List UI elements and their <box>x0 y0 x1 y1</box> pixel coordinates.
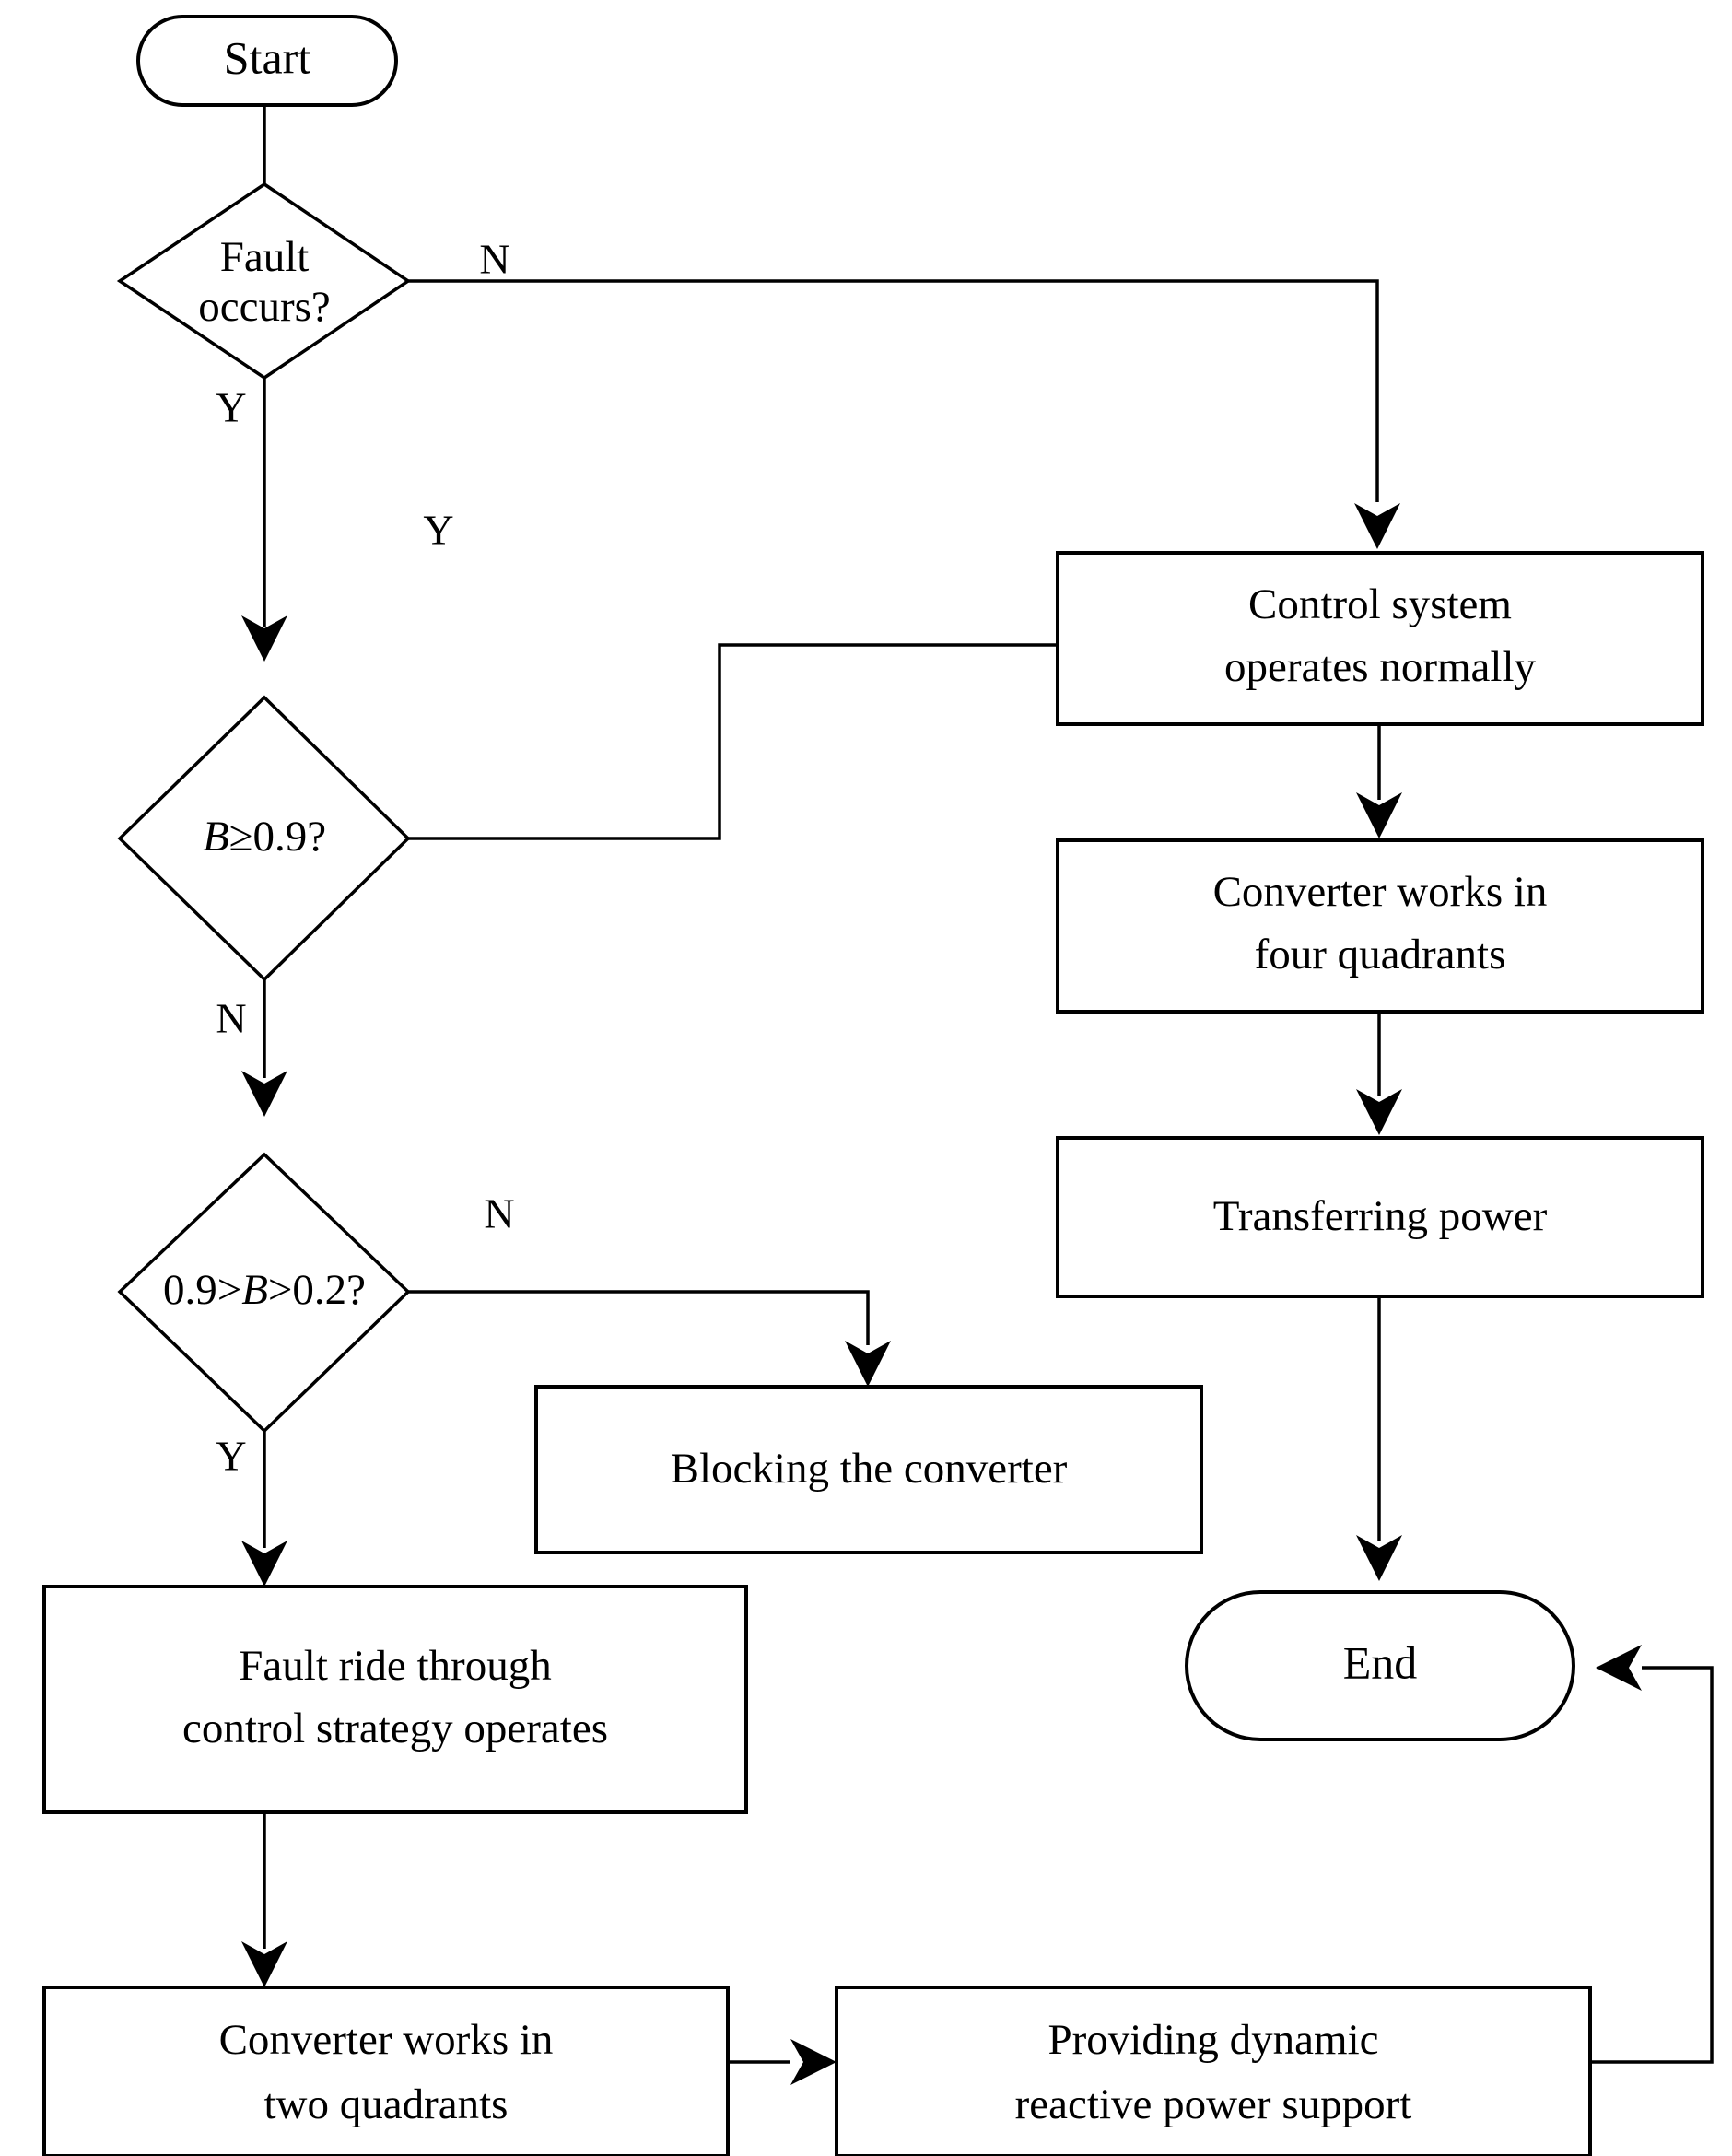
decision-brange-post: >0.2? <box>268 1266 366 1314</box>
edge-control-to-four-quadrants <box>1356 723 1402 838</box>
decision-brange-pre: 0.9> <box>163 1266 241 1314</box>
node-converter-four-quadrants[interactable]: Converter works in four quadrants <box>1056 838 1704 1014</box>
arrowhead <box>1356 1535 1402 1581</box>
four-quadrants-shape <box>1056 838 1704 1014</box>
two-quadrants-shape <box>42 1986 730 2156</box>
node-converter-two-quadrants[interactable]: Converter works in two quadrants <box>42 1986 730 2156</box>
arrowhead <box>1356 792 1402 838</box>
arrowhead <box>790 2039 837 2085</box>
transferring-power-shape <box>1056 1136 1704 1298</box>
edge-label-brange-yes: Y <box>216 1433 246 1480</box>
node-decision-fault-occurs[interactable]: Fault occurs? <box>116 182 412 381</box>
control-normal-line1: Control system <box>1248 580 1512 628</box>
blocking-converter-label: Blocking the converter <box>671 1445 1068 1493</box>
four-quadrants-line1: Converter works in <box>1213 868 1548 916</box>
node-blocking-converter[interactable]: Blocking the converter <box>534 1385 1203 1554</box>
decision-bge-shape <box>117 695 411 982</box>
edge-label-bge-yes: Y <box>423 507 453 554</box>
end-label: End <box>1343 1636 1418 1688</box>
blocking-converter-shape <box>534 1385 1203 1554</box>
node-reactive-power-support[interactable]: Providing dynamic reactive power support <box>835 1986 1592 2156</box>
decision-brange-label: 0.9>B>0.2? <box>163 1266 366 1314</box>
node-decision-b-ge-09[interactable]: B≥0.9? <box>117 465 411 982</box>
node-fault-ride-through[interactable]: Fault ride through control strategy oper… <box>42 1585 748 1814</box>
node-control-system-normal[interactable]: Control system operates normally <box>1056 551 1704 726</box>
arrowhead <box>845 1341 891 1387</box>
decision-fault-label-line1: Fault <box>220 233 310 281</box>
edge-frt-to-two-quadrants <box>241 1810 287 1987</box>
frt-line1: Fault ride through <box>239 1642 551 1690</box>
control-normal-line2: operates normally <box>1224 643 1537 691</box>
decision-brange-shape <box>117 1152 411 1434</box>
node-end[interactable]: End <box>1185 1590 1575 1741</box>
arrowhead <box>241 615 287 662</box>
decision-bge-label: B≥0.9? <box>203 813 326 861</box>
edge-fault-yes-to-bge <box>241 378 287 662</box>
arrowhead <box>1596 1645 1642 1691</box>
control-normal-shape <box>1056 551 1704 726</box>
edge-label-fault-yes: Y <box>216 384 246 431</box>
arrowhead <box>241 1541 287 1587</box>
reactive-support-line1: Providing dynamic <box>1048 2016 1379 2064</box>
reactive-support-shape <box>835 1986 1592 2156</box>
decision-fault-label-line2: occurs? <box>198 283 331 331</box>
edge-four-quadrants-to-transferring <box>1356 1009 1402 1135</box>
transferring-power-label: Transferring power <box>1213 1192 1548 1240</box>
edge-fault-no-to-control-normal <box>408 279 1400 549</box>
arrowhead <box>1354 503 1400 549</box>
node-decision-b-range[interactable]: 0.9>B>0.2? <box>117 1152 411 1434</box>
decision-bge-rest: ≥0.9? <box>229 813 326 861</box>
node-transferring-power[interactable]: Transferring power <box>1056 1136 1704 1298</box>
frt-line2: control strategy operates <box>182 1705 608 1752</box>
end-terminal-shape <box>1185 1590 1575 1741</box>
arrowhead <box>1356 1089 1402 1135</box>
start-label: Start <box>224 31 311 83</box>
decision-bge-var: B <box>203 813 229 861</box>
two-quadrants-line1: Converter works in <box>219 2016 554 2064</box>
arrowhead <box>241 1941 287 1987</box>
edge-label-fault-no: N <box>479 236 509 283</box>
node-start[interactable]: Start <box>136 15 398 107</box>
edge-label-bge-no: N <box>216 995 246 1042</box>
start-terminal-shape <box>136 15 398 107</box>
decision-brange-var: B <box>241 1266 268 1314</box>
two-quadrants-line2: two quadrants <box>264 2080 509 2128</box>
edge-brange-no-to-blocking <box>408 1290 891 1387</box>
reactive-support-line2: reactive power support <box>1015 2080 1412 2128</box>
four-quadrants-line2: four quadrants <box>1255 931 1506 978</box>
edge-transferring-to-end <box>1356 1295 1402 1581</box>
frt-shape <box>42 1585 748 1814</box>
decision-fault-shape <box>116 182 412 381</box>
edge-label-brange-no: N <box>484 1190 514 1237</box>
arrowhead <box>241 1071 287 1117</box>
edge-reactive-to-end <box>1590 1645 1714 2064</box>
